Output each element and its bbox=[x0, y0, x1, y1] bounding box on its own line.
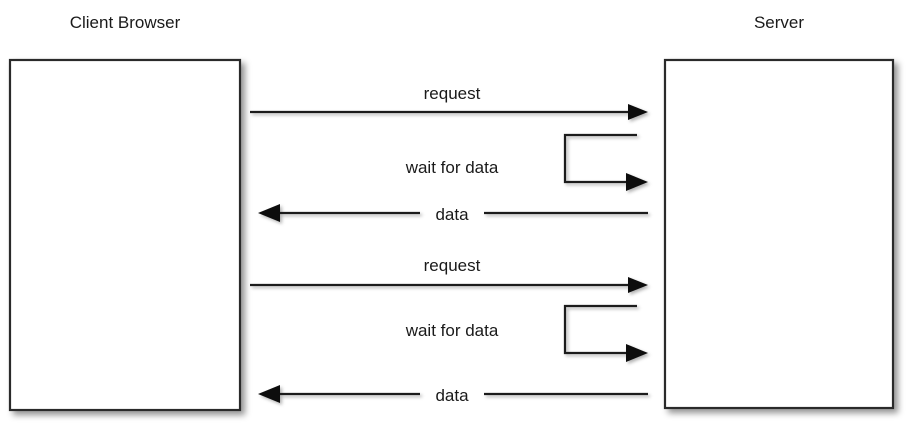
lifeline-box-client bbox=[8, 58, 242, 412]
message-loop-path-wait-for-data-2 bbox=[563, 304, 637, 355]
message-label-wait-for-data-1: wait for data bbox=[405, 158, 499, 177]
arrowhead-right-wait-for-data-2 bbox=[626, 344, 648, 362]
message-request-2 bbox=[250, 277, 648, 293]
message-label-wait-for-data-2: wait for data bbox=[405, 321, 499, 340]
message-wait-for-data-1 bbox=[563, 133, 648, 191]
lifeline-title-server: Server bbox=[754, 13, 804, 32]
message-request-1 bbox=[250, 104, 648, 120]
message-data-2 bbox=[258, 385, 648, 403]
arrowhead-left-data-1 bbox=[258, 204, 280, 222]
lifeline-title-client: Client Browser bbox=[70, 13, 181, 32]
arrowhead-right-wait-for-data-1 bbox=[626, 173, 648, 191]
lifeline-box-server bbox=[663, 58, 895, 410]
arrowhead-right-request-1 bbox=[628, 104, 648, 120]
message-label-data-2: data bbox=[435, 386, 469, 405]
arrowhead-right-request-2 bbox=[628, 277, 648, 293]
message-loop-path-wait-for-data-1 bbox=[563, 133, 637, 184]
lifeline-server: Server bbox=[663, 13, 895, 410]
message-label-request-1: request bbox=[424, 84, 481, 103]
message-data-1 bbox=[258, 204, 648, 222]
message-wait-for-data-2 bbox=[563, 304, 648, 362]
arrowhead-left-data-2 bbox=[258, 385, 280, 403]
lifeline-client: Client Browser bbox=[8, 13, 242, 412]
message-label-request-2: request bbox=[424, 256, 481, 275]
message-label-data-1: data bbox=[435, 205, 469, 224]
